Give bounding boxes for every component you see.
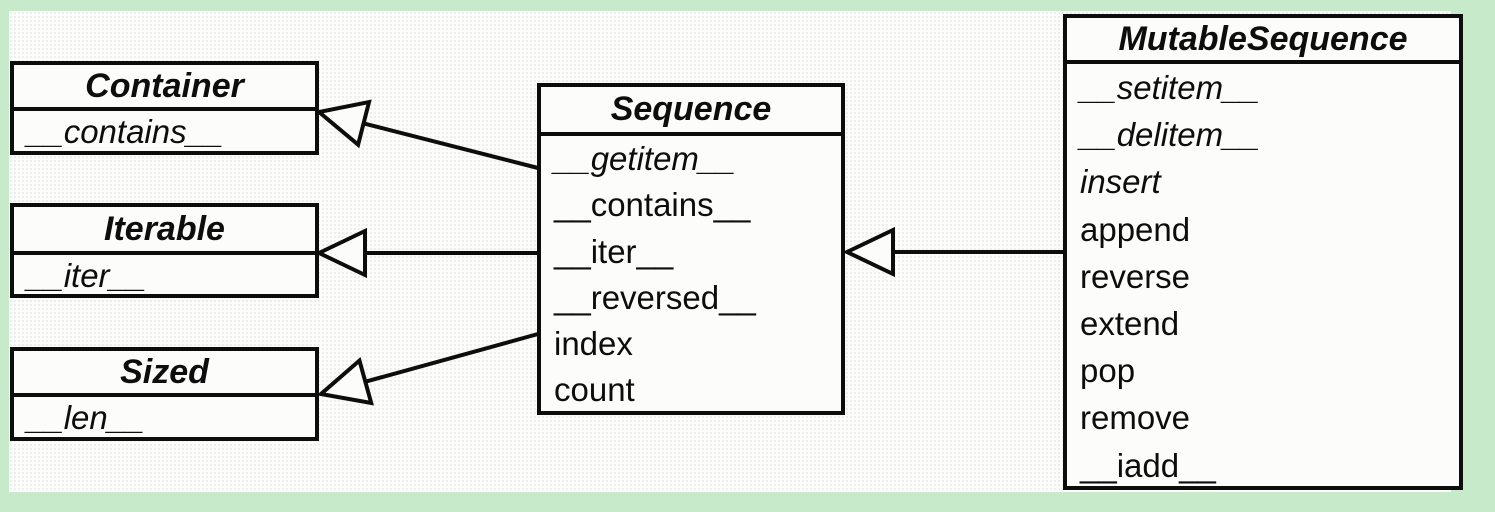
class-title-sized: Sized [14,351,315,397]
arrow-sequence-to-container [319,112,539,170]
member-pop: pop [1080,352,1136,390]
class-box-sized: Sized __len__ [10,347,319,441]
member-len-dunder: __len__ [27,399,145,436]
class-title-iterable: Iterable [14,207,315,255]
member-extend: extend [1080,305,1180,343]
class-box-sequence: Sequence __getitem__ __contains__ __iter… [537,83,845,415]
member-insert: insert [1080,163,1161,201]
member-contains-dunder: __contains__ [27,113,224,150]
class-box-container: Container __contains__ [10,61,319,155]
class-title-mutablesequence: MutableSequence [1067,18,1459,64]
member-reversed-dunder: __reversed__ [554,278,756,316]
arrow-sequence-to-sized [321,332,539,394]
class-box-mutablesequence: MutableSequence __setitem__ __delitem__ … [1063,14,1463,490]
member-append: append [1080,210,1191,248]
member-remove: remove [1080,399,1191,437]
member-iter-dunder: __iter__ [27,257,147,294]
class-title-container: Container [14,65,315,111]
member-getitem-dunder: __getitem__ [554,140,736,177]
member-iadd-dunder: __iadd__ [1080,446,1216,484]
member-iter-dunder: __iter__ [554,232,674,270]
class-title-sequence: Sequence [541,87,841,136]
class-box-iterable: Iterable __iter__ [10,203,319,298]
member-reverse: reverse [1080,257,1191,295]
member-count: count [554,371,635,409]
member-delitem-dunder: __delitem__ [1080,116,1260,154]
member-index: index [554,325,633,363]
member-setitem-dunder: __setitem__ [1080,69,1260,106]
member-contains-dunder: __contains__ [554,186,751,224]
